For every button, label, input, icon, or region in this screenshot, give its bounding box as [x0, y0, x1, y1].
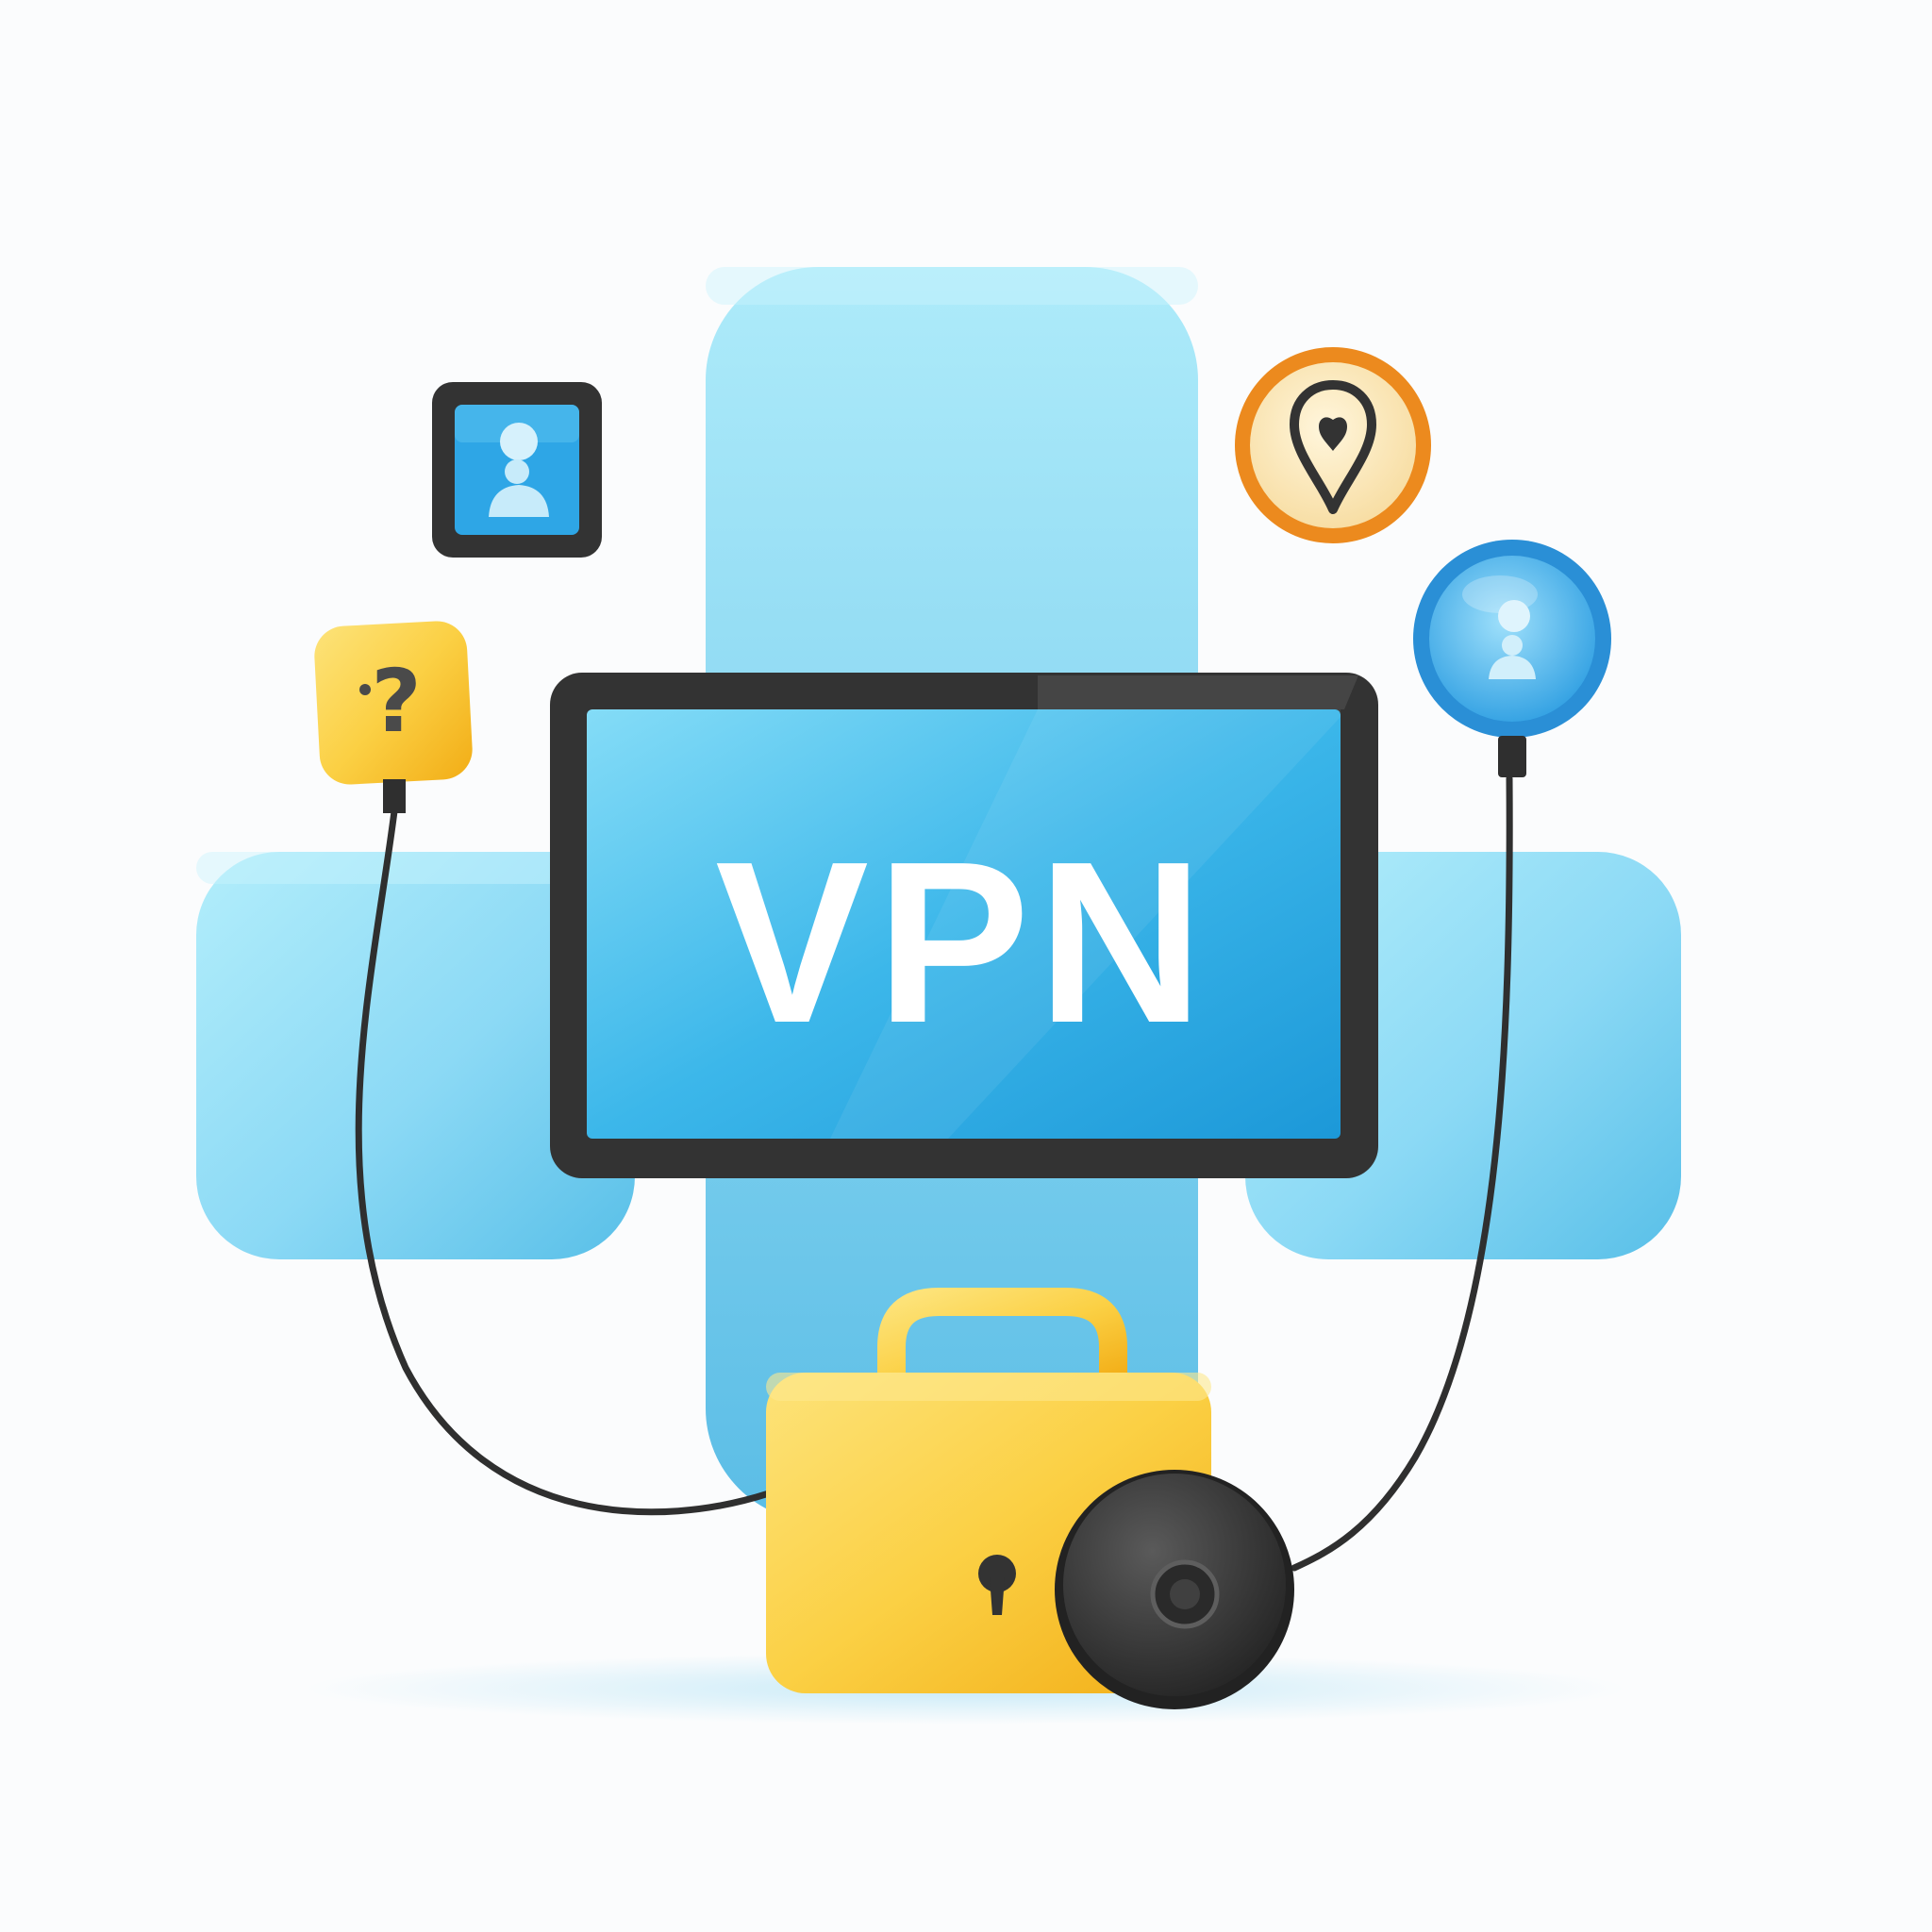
cable-left	[355, 808, 773, 1516]
cables	[355, 774, 1513, 1572]
cable-right	[1291, 774, 1513, 1572]
monitor-screen	[587, 709, 1341, 1139]
location-pin-icon	[1235, 347, 1431, 543]
svg-text:?: ?	[371, 651, 421, 752]
user-badge-icon	[1413, 540, 1611, 777]
question-mark-icon: ?	[314, 621, 473, 813]
user-card-icon	[432, 382, 602, 558]
dial-knob-icon	[1055, 1470, 1294, 1709]
vpn-label: VPN	[715, 813, 1211, 1071]
vpn-monitor: VPN	[550, 673, 1378, 1178]
cross-left-arm	[196, 852, 635, 1259]
